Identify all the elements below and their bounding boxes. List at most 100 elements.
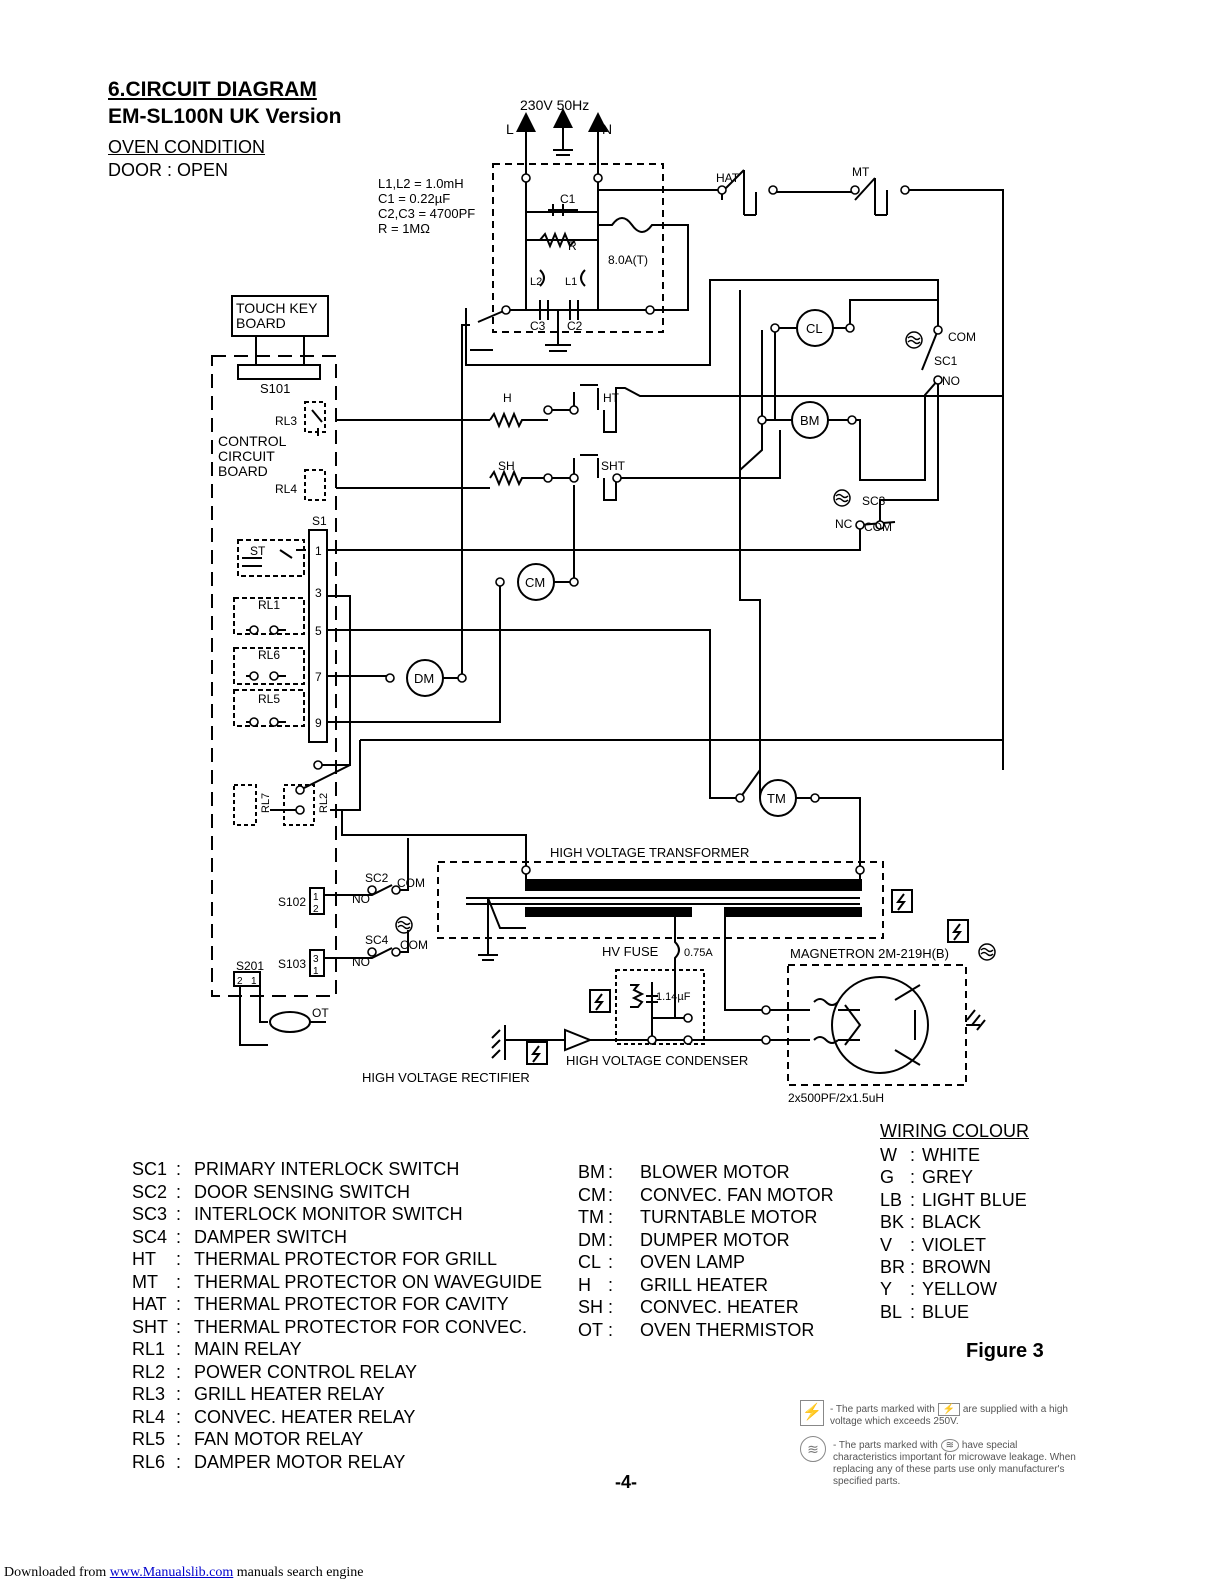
- legend-colon: :: [910, 1167, 916, 1188]
- legend-desc: THERMAL PROTECTOR FOR CAVITY: [194, 1294, 509, 1314]
- model-subtitle: EM-SL100N UK Version: [108, 105, 342, 128]
- l2-label: L2: [530, 276, 542, 288]
- control-board-label: BOARD: [218, 463, 268, 479]
- footer-suffix: manuals search engine: [236, 1565, 364, 1580]
- microwave-special-icon: [978, 943, 996, 961]
- s201-pin: 2: [237, 976, 243, 987]
- legend-code: OT: [578, 1319, 603, 1340]
- page-number: -4-: [615, 1472, 637, 1492]
- hv-transformer-box: [437, 861, 884, 939]
- grill-heater-h: [489, 384, 1003, 433]
- legend-colon: :: [910, 1189, 916, 1210]
- secondary-winding-left: [525, 907, 692, 917]
- spec-line: R = 1MΩ: [378, 221, 430, 236]
- legend-colon: :: [910, 1257, 916, 1278]
- legend-colon: :: [608, 1229, 614, 1250]
- legend-colon: :: [910, 1279, 916, 1300]
- legend-colon: :: [176, 1249, 182, 1269]
- dm-label: DM: [414, 671, 434, 686]
- legend-row: BM:BLOWER MOTOR: [578, 1161, 834, 1184]
- legend-desc: BROWN: [922, 1257, 991, 1278]
- legend-code: SC4: [132, 1226, 168, 1247]
- legend-code: BL: [880, 1301, 903, 1322]
- mt-label: MT: [852, 165, 870, 179]
- earth-symbol: [553, 149, 573, 156]
- legend-colon: :: [608, 1274, 614, 1295]
- legend-code: W: [880, 1145, 897, 1165]
- legend-colon: :: [910, 1234, 916, 1255]
- legend-row: CL:OVEN LAMP: [578, 1251, 834, 1274]
- hat-label: HAT: [716, 171, 740, 185]
- circuit-diagram: 230V 50Hz L N L1,L2 = 1.0mH C1 = 0.22µF …: [211, 97, 1004, 1105]
- sc3-com-label: COM: [864, 520, 892, 534]
- sc2-label: SC2: [365, 871, 389, 885]
- s103-pin: 3: [313, 954, 319, 965]
- touch-key-board-label: TOUCH KEY: [236, 300, 318, 316]
- legend-row: G:GREY: [880, 1166, 1027, 1188]
- legend-row: CM:CONVEC. FAN MOTOR: [578, 1184, 834, 1207]
- legend-row: LB:LIGHT BLUE: [880, 1189, 1027, 1211]
- hv-rectifier-diode: [505, 1028, 652, 1052]
- mw-note: - The parts marked with ≋ have special c…: [833, 1439, 1083, 1488]
- wiring-colour-title: WIRING COLOUR: [880, 1121, 1030, 1141]
- legend-code: RL3: [132, 1384, 166, 1404]
- s102-label: S102: [278, 895, 306, 909]
- legend-colon: :: [910, 1212, 916, 1233]
- noise-filter-box: [492, 163, 664, 333]
- hv-condenser-box: [615, 969, 705, 1045]
- legend-desc: CONVEC. HEATER: [640, 1297, 799, 1317]
- legend-code: RL1: [132, 1339, 166, 1359]
- legend-code: BM: [578, 1162, 605, 1182]
- c2-label: C2: [567, 319, 583, 333]
- legend-row: RL1:MAIN RELAY: [132, 1338, 542, 1361]
- legend-colon: :: [608, 1184, 614, 1205]
- page-title: 6.CIRCUIT DIAGRAM: [108, 78, 317, 101]
- mw-note-suffix: have special characteristics important f…: [833, 1440, 1076, 1487]
- legend-code: SC3: [132, 1204, 168, 1224]
- capacitor-c1: [548, 204, 578, 216]
- hv-rectifier-label: HIGH VOLTAGE RECTIFIER: [362, 1070, 530, 1085]
- legend-row: W:WHITE: [880, 1144, 1027, 1166]
- legend-row: HT:THERMAL PROTECTOR FOR GRILL: [132, 1248, 542, 1271]
- hv-note-suffix: are supplied with a high voltage which e…: [830, 1404, 1068, 1427]
- microwave-special-icon: [833, 489, 851, 507]
- sc1-label: SC1: [934, 354, 958, 368]
- legend-desc: MAIN RELAY: [194, 1339, 302, 1359]
- sc1-no-label: NO: [942, 374, 960, 388]
- legend-colon: :: [608, 1319, 614, 1340]
- s201-connector: [233, 971, 261, 987]
- rl5-label: RL5: [258, 692, 280, 706]
- oven-thermistor-ot: [269, 1011, 311, 1033]
- legend-code: SH: [578, 1297, 604, 1317]
- primary-winding: [525, 879, 862, 891]
- legend-desc: BLUE: [922, 1301, 970, 1322]
- legend-desc: THERMAL PROTECTOR FOR GRILL: [194, 1249, 498, 1269]
- s102-connector: [309, 887, 325, 915]
- s1-pin: 7: [315, 670, 322, 684]
- hv-warning-icon: [891, 889, 913, 913]
- legend-row: H:GRILL HEATER: [578, 1274, 834, 1297]
- cm-label: CM: [525, 575, 545, 590]
- legend-row: BK:BLACK: [880, 1211, 1027, 1233]
- legend-code: G: [880, 1167, 895, 1188]
- legend-desc: WHITE: [922, 1145, 980, 1165]
- s1-pin: 3: [315, 586, 322, 600]
- filter-label: 2x500PF/2x1.5uH: [788, 1091, 884, 1105]
- touch-key-board-label: BOARD: [236, 315, 286, 331]
- s1-label: S1: [312, 514, 327, 528]
- door-state: DOOR : OPEN: [108, 160, 229, 180]
- rl6-label: RL6: [258, 648, 280, 662]
- legend-code: CL: [578, 1252, 602, 1272]
- legend-row: SC3:INTERLOCK MONITOR SWITCH: [132, 1203, 542, 1226]
- sc2-no-label: NO: [352, 892, 370, 906]
- footer-prefix: Downloaded from: [4, 1565, 107, 1580]
- sc3-nc-label: NC: [835, 517, 853, 531]
- s201-pin: 1: [251, 976, 257, 987]
- manualslib-link[interactable]: www.Manualslib.com: [109, 1565, 234, 1580]
- line-label: L: [506, 121, 514, 137]
- legend-code: BR: [880, 1257, 906, 1278]
- sc4-label: SC4: [365, 933, 389, 947]
- hv-warning-icon: [947, 919, 969, 943]
